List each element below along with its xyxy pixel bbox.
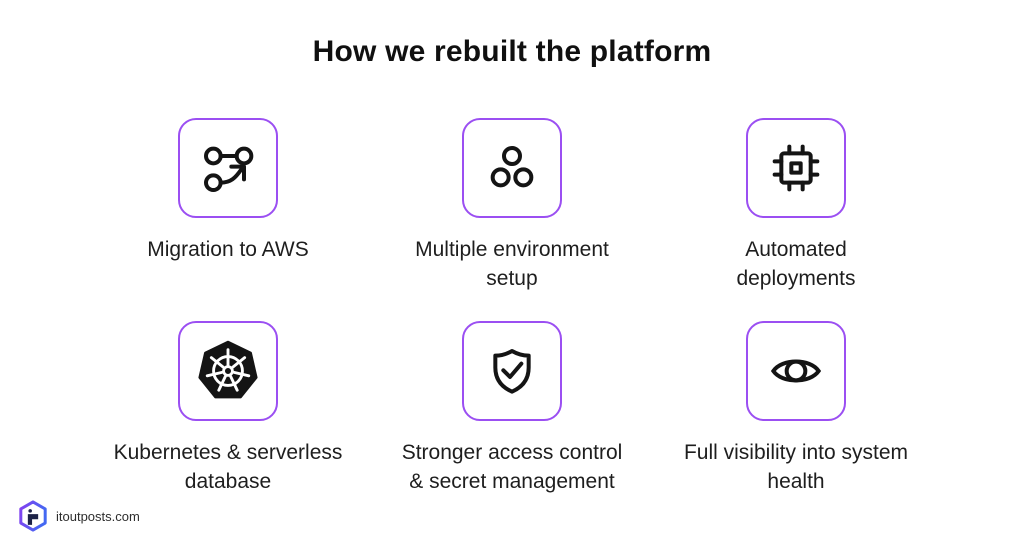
- icon-card: [746, 321, 846, 421]
- eye-icon: [770, 359, 822, 383]
- feature-label: Migration to AWS: [147, 238, 309, 261]
- icon-card: [462, 321, 562, 421]
- cpu-icon: [772, 144, 820, 192]
- features-grid: Migration to AWS Multiple environment se…: [86, 118, 938, 496]
- footer: itoutposts.com: [18, 500, 140, 532]
- feature-label: Full visibility into system health: [683, 441, 909, 493]
- feature-label: Kubernetes & serverless database: [113, 441, 343, 493]
- feature-label: Stronger access control & secret managem…: [401, 441, 623, 493]
- page-title: How we rebuilt the platform: [312, 35, 712, 68]
- itoutposts-logo: [19, 500, 47, 532]
- feature-label: Multiple environment setup: [415, 238, 609, 290]
- features-row-1: Migration to AWS Multiple environment se…: [86, 118, 938, 293]
- icon-card: [746, 118, 846, 218]
- feature-card-multiple-environments: Multiple environment setup: [370, 118, 654, 293]
- feature-card-migration-aws: Migration to AWS: [86, 118, 370, 293]
- kubernetes-icon: [198, 340, 258, 399]
- icon-card: [178, 321, 278, 421]
- migration-icon: [204, 146, 254, 192]
- environments-icon: [490, 146, 534, 188]
- feature-card-access-control: Stronger access control & secret managem…: [370, 321, 654, 496]
- icon-card: [178, 118, 278, 218]
- features-row-2: Kubernetes & serverless database Stronge…: [86, 321, 938, 496]
- shield-check-icon: [493, 349, 531, 394]
- feature-card-kubernetes: Kubernetes & serverless database: [86, 321, 370, 496]
- icon-card: [462, 118, 562, 218]
- feature-label: Automated deployments: [736, 238, 856, 290]
- feature-card-visibility: Full visibility into system health: [654, 321, 938, 496]
- footer-site-text: itoutposts.com: [56, 508, 140, 524]
- feature-card-automated-deployments: Automated deployments: [654, 118, 938, 293]
